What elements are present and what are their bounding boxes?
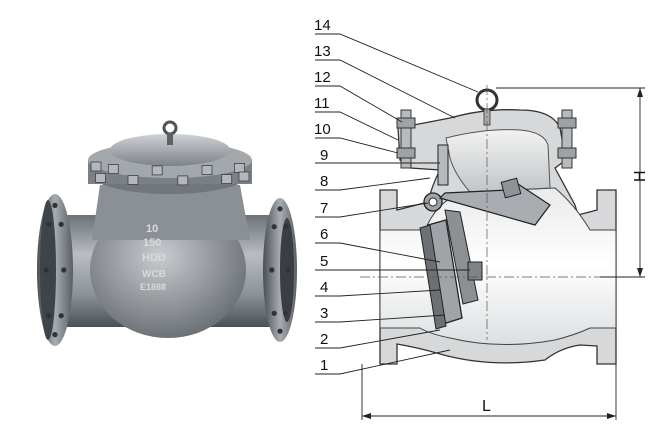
leader-12 bbox=[315, 85, 403, 123]
dimension-lines: H L bbox=[361, 87, 649, 420]
leader-7 bbox=[315, 202, 429, 218]
flange-bolt-hole bbox=[58, 221, 64, 227]
casting-mark-size: 10 bbox=[146, 223, 158, 235]
valve-photo: 10 150 HDD WCB E1888 bbox=[37, 120, 297, 346]
leader-1 bbox=[315, 349, 451, 375]
flange-bolt-hole bbox=[271, 310, 277, 316]
bolt-head bbox=[234, 162, 245, 173]
flange-bolt-hole bbox=[269, 267, 275, 273]
bolt-head bbox=[238, 171, 250, 182]
bonnet-bolts bbox=[90, 161, 250, 186]
bolt-head bbox=[177, 175, 189, 186]
flange-bolt-hole bbox=[43, 267, 49, 273]
hinge-bracket bbox=[437, 144, 449, 186]
bonnet-dome bbox=[110, 134, 230, 166]
part-number-3: 3 bbox=[320, 305, 328, 322]
bonnet-nut-left-bottom bbox=[396, 147, 416, 159]
flange-bolt-hole bbox=[52, 332, 58, 338]
flange-bolt-hole bbox=[46, 313, 52, 319]
bolt-head bbox=[151, 165, 163, 176]
lifting-eye bbox=[162, 120, 178, 136]
part-number-4: 4 bbox=[320, 279, 328, 296]
leader-2 bbox=[315, 329, 441, 349]
casting-mark-material: WCB bbox=[142, 269, 166, 280]
leader-3 bbox=[315, 314, 446, 323]
bolt-head bbox=[90, 161, 102, 172]
part-number-8: 8 bbox=[320, 173, 328, 190]
bolt-head bbox=[221, 174, 233, 185]
casting-mark-class: 150 bbox=[143, 237, 161, 249]
part-number-5: 5 bbox=[320, 253, 328, 270]
disc-nut bbox=[500, 177, 522, 199]
part-number-1: 1 bbox=[320, 357, 328, 374]
bolt-head bbox=[201, 165, 213, 175]
flange-bolt-hole bbox=[283, 310, 289, 316]
flange-bolt-hole bbox=[52, 202, 58, 208]
part-number-14: 14 bbox=[314, 17, 331, 34]
leader-11 bbox=[315, 111, 399, 141]
flange-bolt-hole bbox=[283, 224, 289, 230]
bolt-head bbox=[107, 164, 119, 175]
flange-bolt-hole bbox=[277, 328, 283, 334]
flange-bolt-hole bbox=[61, 267, 67, 273]
part-number-12: 12 bbox=[314, 69, 331, 86]
bolt-head bbox=[127, 175, 139, 185]
flange-bolt-hole bbox=[58, 313, 64, 319]
leader-4 bbox=[315, 289, 441, 297]
part-number-13: 13 bbox=[314, 43, 331, 60]
sectional-drawing bbox=[360, 85, 640, 365]
casting-mark-code: E1888 bbox=[140, 282, 166, 292]
height-dimension-label: H bbox=[632, 170, 649, 182]
part-number-6: 6 bbox=[320, 226, 328, 243]
leader-10 bbox=[315, 137, 399, 154]
flange-bolts bbox=[43, 202, 291, 338]
bonnet-bolt-left bbox=[400, 109, 412, 169]
leader-6 bbox=[315, 242, 441, 263]
bolt-head bbox=[95, 172, 106, 183]
flange-bolt-hole bbox=[277, 206, 283, 212]
casting-marks: 10 150 HDD WCB E1888 bbox=[140, 223, 166, 292]
flange-bolt-hole bbox=[46, 221, 52, 227]
hinge-pin-core bbox=[428, 197, 438, 207]
bonnet-nut-right-bottom bbox=[557, 147, 577, 159]
length-dimension-label: L bbox=[482, 398, 491, 415]
part-number-7: 7 bbox=[320, 200, 328, 217]
bonnet-nut-right-top bbox=[557, 117, 577, 129]
bonnet-nut-left-top bbox=[396, 117, 416, 129]
leader-8 bbox=[315, 177, 431, 191]
bonnet-bolt-right bbox=[561, 109, 573, 169]
flange-bolt-hole bbox=[271, 224, 277, 230]
valve-neck bbox=[92, 185, 250, 240]
part-number-9: 9 bbox=[320, 147, 328, 164]
part-number-labels: 14 13 12 11 10 9 8 7 6 5 4 3 2 1 bbox=[314, 17, 331, 374]
disc-stud bbox=[467, 261, 483, 281]
part-number-2: 2 bbox=[320, 331, 328, 348]
leader-lines bbox=[315, 33, 479, 375]
part-number-10: 10 bbox=[314, 121, 331, 138]
lifting-eye-stem bbox=[167, 133, 173, 145]
flange-bolt-hole bbox=[285, 267, 291, 273]
part-number-11: 11 bbox=[314, 95, 330, 112]
bonnet-cavity bbox=[445, 129, 551, 193]
casting-mark-brand: HDD bbox=[142, 252, 166, 264]
leader-13 bbox=[315, 59, 456, 119]
leader-14 bbox=[315, 33, 479, 93]
